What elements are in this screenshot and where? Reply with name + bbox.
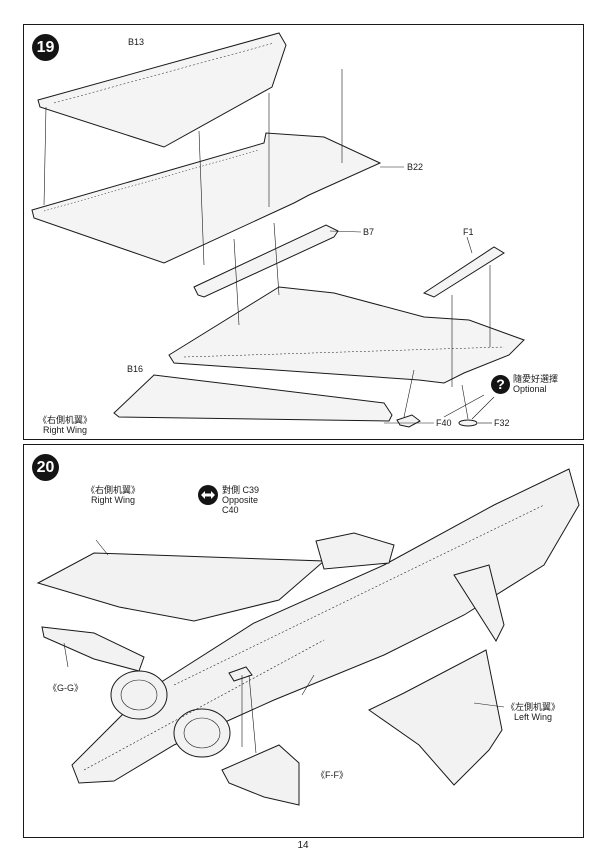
- stabilizer-ff-shape: [221, 744, 300, 806]
- label-b16: B16: [127, 364, 144, 374]
- step-20-badge: 20: [32, 454, 59, 481]
- question-icon: ?: [491, 374, 510, 394]
- opposite-line1: 對側 C39: [222, 485, 260, 495]
- step-19-badge: 19: [32, 34, 59, 61]
- part-b13-shape: [37, 32, 287, 148]
- double-arrow-icon: [198, 485, 218, 505]
- left-wing-shape: [368, 649, 503, 786]
- right-wing-zh-19: 《右側机翼》: [38, 415, 93, 425]
- lower-wing-shape: [168, 286, 525, 384]
- optional-zh: 隨愛好選擇: [513, 374, 559, 384]
- tail-fin-shape: [453, 564, 505, 643]
- optional-note: ? 隨愛好選擇 Optional: [491, 374, 558, 394]
- step-20-panel: 20: [23, 444, 584, 838]
- label-f40: F40: [436, 418, 452, 428]
- page-number: 14: [297, 840, 309, 851]
- right-wing-label-20: 《右側机翼》 Right Wing: [86, 485, 140, 505]
- opposite-note: 對側 C39 Opposite C40: [198, 485, 259, 515]
- part-f32-shape: [458, 419, 478, 427]
- engine-nozzle-upper: [110, 670, 168, 720]
- optional-en: Optional: [513, 384, 547, 394]
- step-20-aircraft-drawing: [36, 468, 580, 806]
- part-b7-shape: [193, 224, 339, 298]
- stabilizer-gg-shape: [41, 626, 145, 672]
- part-b16-shape: [113, 374, 393, 422]
- small-part-shape: [228, 666, 253, 682]
- part-f40-shape: [396, 414, 421, 428]
- left-wing-label-20: 《左側机翼》 Left Wing: [506, 702, 560, 722]
- gg-label: 《G-G》: [48, 683, 83, 693]
- label-b7: B7: [363, 227, 375, 237]
- right-wing-zh-20: 《右側机翼》: [86, 485, 141, 495]
- right-wing-en-19: Right Wing: [43, 425, 88, 435]
- ff-label: 《F-F》: [316, 770, 348, 780]
- left-wing-zh-20: 《左側机翼》: [506, 702, 561, 712]
- label-f1: F1: [463, 227, 474, 237]
- opposite-line3: C40: [222, 505, 239, 515]
- step-19-wing-assembly-drawing: [31, 32, 525, 428]
- right-wing-label-19: 《右側机翼》 Right Wing: [38, 415, 92, 435]
- step-19-panel: 19: [23, 24, 584, 440]
- engine-nozzle-lower: [173, 708, 231, 758]
- opposite-line2: Opposite: [222, 495, 259, 505]
- part-b22-shape: [31, 132, 382, 264]
- label-b13: B13: [128, 37, 145, 47]
- right-wing-shape: [36, 552, 326, 622]
- label-b22: B22: [407, 162, 424, 172]
- left-wing-en-20: Left Wing: [513, 712, 553, 722]
- canopy-shape: [315, 532, 395, 570]
- fuselage-shape: [71, 468, 580, 784]
- part-f1-shape: [422, 246, 505, 298]
- label-f32: F32: [494, 418, 510, 428]
- right-wing-en-20: Right Wing: [91, 495, 136, 505]
